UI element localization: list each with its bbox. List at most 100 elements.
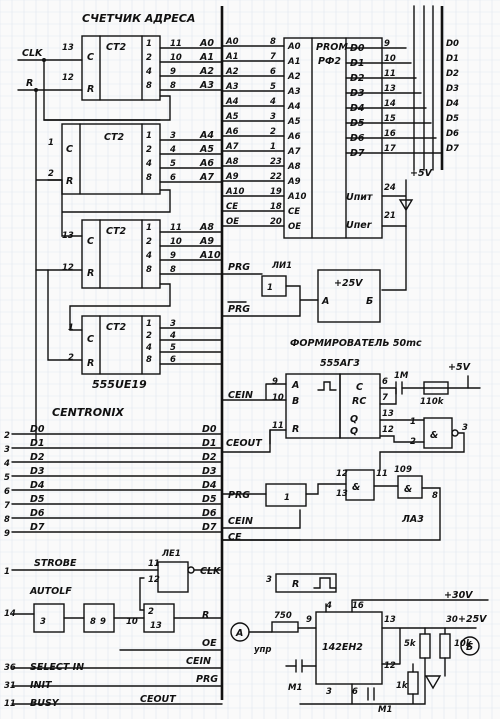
la3-gate-3 xyxy=(397,475,423,499)
r-label: R xyxy=(26,78,33,89)
counter-pin: 10 xyxy=(170,237,182,247)
prom-chip-input: OE xyxy=(288,222,301,232)
centronix-data-out: D7 xyxy=(202,522,217,533)
counter-pin: 8 xyxy=(170,81,176,91)
prom-input-label: A10 xyxy=(225,187,244,197)
power-divider-wires xyxy=(299,627,446,705)
gate-pin: 10 xyxy=(126,617,138,627)
prom-output-label: D6 xyxy=(350,133,365,144)
centronix-data-out: D2 xyxy=(202,452,217,463)
prom-input-label: CE xyxy=(226,202,238,212)
upr-label: упр xyxy=(254,645,272,655)
led-icon xyxy=(424,675,442,690)
centronix-data-in: D0 xyxy=(30,424,45,435)
counter-2-pin: 2 xyxy=(48,169,54,179)
cap-m1-2-label: M1 xyxy=(378,705,392,715)
centronix-title: CENTRONIX xyxy=(52,406,124,419)
former-q-bar: Q xyxy=(350,426,358,437)
prom-input-label: A7 xyxy=(225,142,239,152)
counter-weight: 4 xyxy=(145,67,152,77)
reg-pin: 6 xyxy=(352,687,358,697)
one-shot-output-block xyxy=(339,373,381,439)
counter-pin: 11 xyxy=(170,39,182,49)
and-symbol: & xyxy=(352,482,360,493)
prom-input-pin: 8 xyxy=(270,37,276,47)
r-out-label: R xyxy=(202,610,209,621)
former-pin: 10 xyxy=(272,393,284,403)
counter-weight: 1 xyxy=(146,319,152,329)
prom-output-pin: 17 xyxy=(384,144,396,154)
prom-input-pin: 20 xyxy=(270,217,282,227)
counter-c: C xyxy=(87,334,94,345)
prom-input-label: A8 xyxy=(225,157,239,167)
prom-output-pin: 11 xyxy=(384,69,396,79)
prom-input-label: A2 xyxy=(225,67,239,77)
prg-init-label: PRG xyxy=(196,674,218,685)
prom-output-label: D4 xyxy=(350,103,365,114)
prom-input-pin: 3 xyxy=(270,112,276,122)
prom-input-label: A3 xyxy=(225,82,239,92)
res-750-label: 750 xyxy=(274,611,292,621)
res-10k xyxy=(439,633,451,659)
counter-c: C xyxy=(66,144,73,155)
node-b-icon xyxy=(460,636,480,656)
la3-out-wires xyxy=(221,485,441,541)
and-symbol: & xyxy=(404,484,412,495)
prg-former-wires xyxy=(221,483,347,495)
counter-weight: 2 xyxy=(146,53,152,63)
address-output: A2 xyxy=(199,66,214,77)
prom-output-pin: 14 xyxy=(384,99,396,109)
address-output: A10 xyxy=(199,250,221,261)
counter-pin: 4 xyxy=(169,331,176,341)
prom-chip-input: A1 xyxy=(287,57,301,67)
reg-pin: 16 xyxy=(352,601,364,611)
regulator-name: 142ЕН2 xyxy=(322,642,363,653)
strobe-pin: 1 xyxy=(4,567,10,577)
prom-output-label: D7 xyxy=(350,148,365,159)
gate-pin: 2 xyxy=(148,607,154,617)
r-pin: 12 xyxy=(62,73,74,83)
prom-input-label: A6 xyxy=(225,127,239,137)
plus25-label: +25V xyxy=(458,614,487,625)
counter-pin: 5 xyxy=(170,343,176,353)
prom-chip-input: A9 xyxy=(287,177,301,187)
prom-input-label: A1 xyxy=(225,52,239,62)
pulse-icon xyxy=(317,381,337,391)
prom-chip-input: A6 xyxy=(287,132,301,142)
counter-chip-3 xyxy=(81,219,161,289)
oe-label: OE xyxy=(202,638,217,649)
gate-pin: 8 xyxy=(90,617,96,627)
former-r: R xyxy=(292,424,299,435)
former-chip: 555АГ3 xyxy=(320,358,360,369)
centronix-data-out: D3 xyxy=(202,466,217,477)
prom-output-pin: 13 xyxy=(384,84,396,94)
centronix-pin: 8 xyxy=(4,515,10,525)
counter-c: C xyxy=(87,236,94,247)
res-110k: 110k xyxy=(420,397,445,407)
la3-gate-2 xyxy=(345,469,375,501)
counter-weight: 8 xyxy=(146,81,152,91)
b-label: Б xyxy=(366,296,373,307)
counter-pin: 4 xyxy=(169,145,176,155)
former-b: B xyxy=(292,396,299,407)
centronix-data-out: D4 xyxy=(202,480,217,491)
init-pin: 31 xyxy=(4,681,16,691)
counter-chip-name: 555UE19 xyxy=(92,378,147,391)
le1-pin: 11 xyxy=(148,559,160,569)
regulator-chip xyxy=(315,611,383,685)
data-bus-label: D0 xyxy=(446,39,459,49)
prom-input-pin: 1 xyxy=(270,142,276,152)
autolf-label: AUTOLF xyxy=(29,586,72,597)
counter-chip-2 xyxy=(61,123,161,195)
clk-out-label: CLK xyxy=(200,566,221,577)
counter-weight: 2 xyxy=(146,331,152,341)
and-symbol: & xyxy=(430,430,438,441)
counter-pin: 5 xyxy=(170,159,176,169)
li1-gate xyxy=(261,275,287,297)
centronix-pin: 4 xyxy=(3,459,10,469)
centronix-data-out: D5 xyxy=(202,494,217,505)
prom-plus5: +5V xyxy=(410,168,433,179)
resistor-110k xyxy=(423,381,449,395)
